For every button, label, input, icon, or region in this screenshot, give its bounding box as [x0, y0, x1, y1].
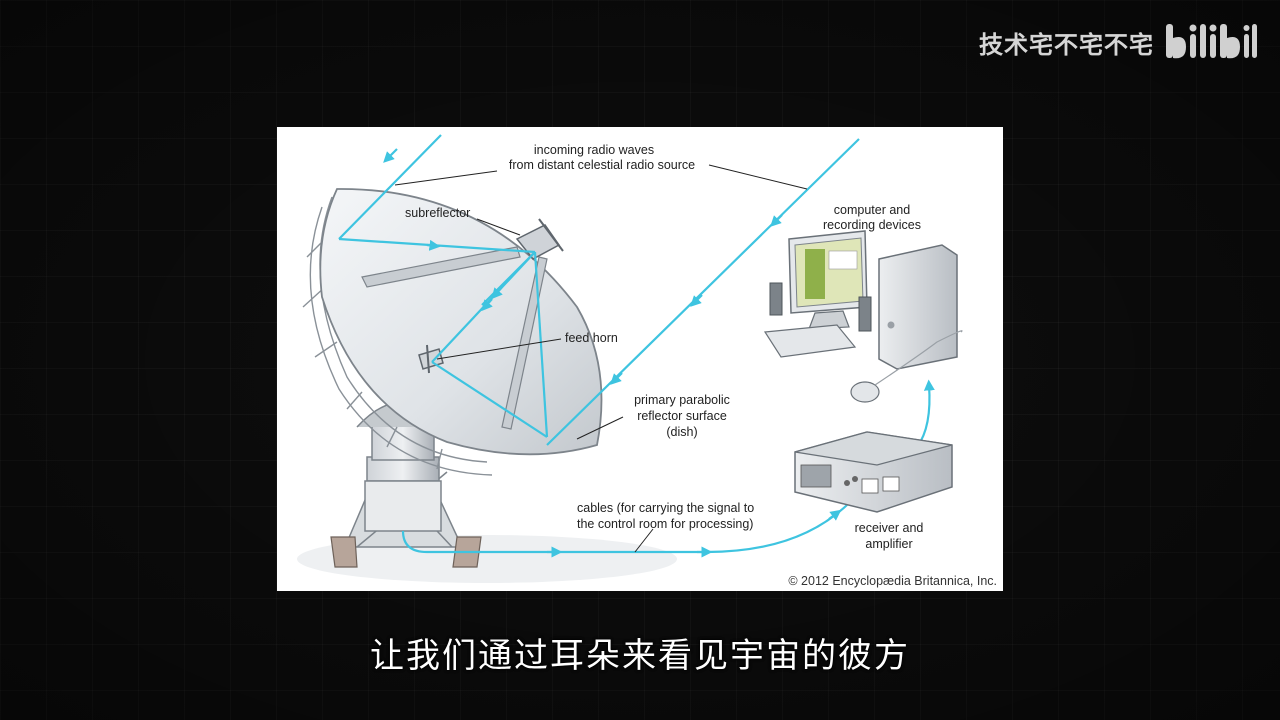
label-cables-line1: cables (for carrying the signal to — [577, 501, 754, 515]
video-subtitle: 让我们通过耳朵来看见宇宙的彼方 — [370, 636, 910, 676]
label-computer-line2: recording devices — [823, 218, 921, 232]
label-leader-lines — [394, 164, 808, 553]
watermark: 技术宅不宅不宅 — [979, 20, 1258, 64]
label-primary-line1: primary parabolic — [634, 393, 730, 407]
subreflector-struts — [361, 246, 548, 430]
channel-name: 技术宅不宅不宅 — [979, 30, 1154, 59]
computer-recording-devices — [763, 230, 963, 403]
label-primary-line3: (dish) — [666, 425, 697, 439]
label-primary-line2: reflector surface — [637, 409, 727, 423]
primary-reflector-dish — [319, 188, 603, 456]
label-incoming-line1: incoming radio waves — [534, 143, 654, 157]
radio-telescope-diagram: incoming radio waves from distant celest… — [277, 127, 1003, 591]
incoming-radio-waves — [338, 134, 860, 446]
copyright-credit: © 2012 Encyclopædia Britannica, Inc. — [788, 574, 997, 588]
label-computer-line1: computer and — [834, 203, 910, 217]
label-receiver-line2: amplifier — [865, 537, 912, 551]
label-receiver-line1: receiver and — [855, 521, 924, 535]
receiver-amplifier — [794, 431, 953, 513]
label-cables-line2: the control room for processing) — [577, 517, 753, 531]
label-feed-horn: feed horn — [565, 331, 618, 345]
label-incoming-line2: from distant celestial radio source — [509, 158, 695, 172]
bilibili-logo-icon — [1164, 20, 1258, 64]
label-subreflector: subreflector — [405, 206, 470, 220]
feed-horn — [418, 344, 444, 374]
